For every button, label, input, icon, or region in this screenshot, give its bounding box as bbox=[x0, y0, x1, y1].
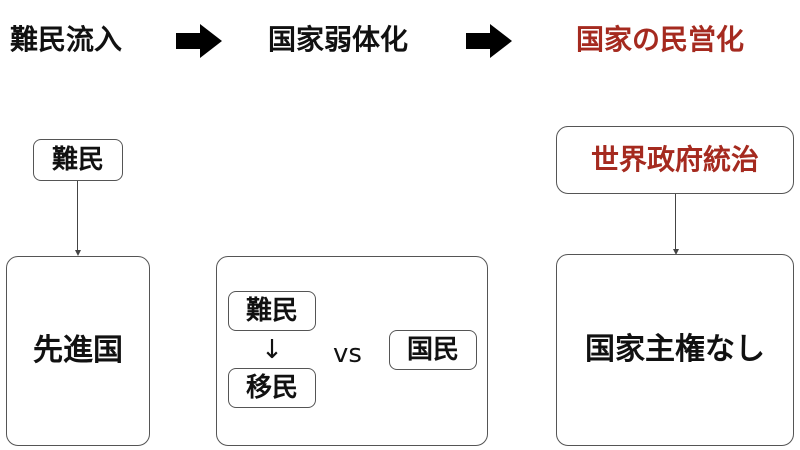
citizen-label: 国民 bbox=[406, 335, 459, 365]
right-arrow-icon bbox=[176, 24, 222, 58]
refugee-box-2: 難民 bbox=[228, 291, 316, 331]
world-government-label: 世界政府統治 bbox=[590, 143, 759, 176]
heading-state-weakening: 国家弱体化 bbox=[268, 23, 409, 56]
refugee-label-2: 難民 bbox=[245, 296, 298, 326]
no-sovereignty-label: 国家主権なし bbox=[585, 332, 765, 367]
heading-refugee-inflow: 難民流入 bbox=[10, 23, 123, 56]
world-government-box: 世界政府統治 bbox=[556, 126, 794, 194]
refugee-box: 難民 bbox=[33, 139, 123, 181]
right-arrow-icon bbox=[466, 24, 512, 58]
arrowhead-icon bbox=[672, 249, 679, 255]
no-sovereignty-box: 国家主権なし bbox=[556, 254, 794, 446]
developed-country-label: 先進国 bbox=[33, 333, 123, 368]
arrowhead-icon bbox=[74, 250, 81, 256]
connector-line bbox=[77, 181, 78, 251]
heading-state-privatization: 国家の民営化 bbox=[576, 23, 745, 56]
connector-line bbox=[675, 194, 676, 250]
immigrant-box: 移民 bbox=[228, 368, 316, 408]
citizen-box: 国民 bbox=[389, 330, 477, 370]
down-arrow-icon: ↓ bbox=[261, 335, 283, 365]
immigrant-label: 移民 bbox=[245, 373, 298, 403]
versus-label: vs bbox=[333, 339, 362, 369]
developed-country-box: 先進国 bbox=[6, 256, 150, 446]
refugee-label: 難民 bbox=[51, 145, 104, 175]
